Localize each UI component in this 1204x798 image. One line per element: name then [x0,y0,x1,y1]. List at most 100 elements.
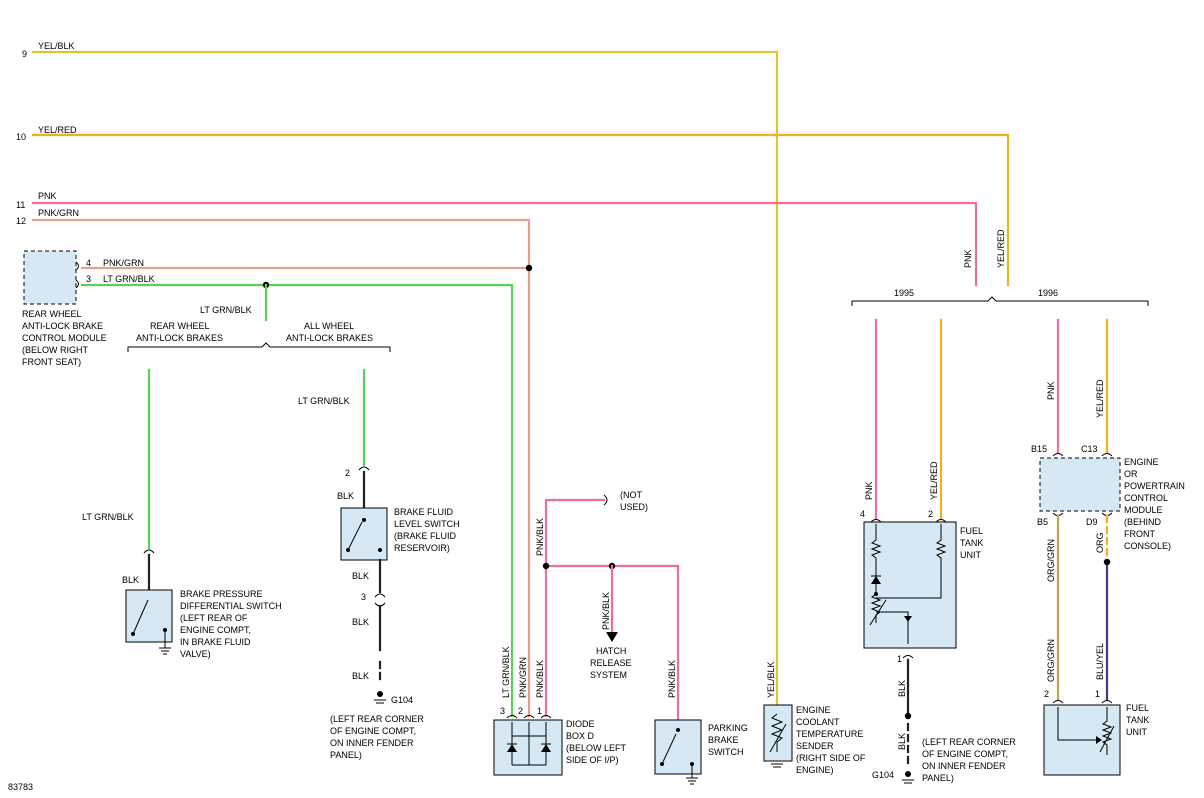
fluid-blk-label-mid: BLK [352,571,369,581]
pcm-label-4: CONTROL [1124,493,1168,503]
fuel95-pnk-label: PNK [864,481,874,500]
fluid-blk-label-top: BLK [337,491,354,501]
yel-red-riser-label: YEL/RED [996,229,1006,268]
coolant-label-5: (RIGHT SIDE OF [796,753,866,763]
rabs-wire-lt-grn-blk-label: LT GRN/BLK [103,274,155,284]
fuel95-splice [904,712,912,720]
fuel95-pin-1: 1 [897,654,902,664]
fuel-tank-unit-1995 [863,519,957,649]
coolant-wire-label: YEL/BLK [766,661,776,698]
fuel96-label-1: FUEL [1126,703,1149,713]
ground-left-line-1: (LEFT REAR CORNER [330,714,424,724]
wire-11-number: 11 [16,200,25,210]
fluid-label-3: (BRAKE FLUID [394,531,457,541]
wire-10-number: 10 [16,132,26,142]
fuel96-blu-yel-label: BLU/YEL [1095,643,1105,680]
rabs-label-1: REAR WHEEL [22,309,82,319]
pnk-riser-label: PNK [963,249,973,268]
wire-12-color: PNK/GRN [38,208,79,218]
figure-id: 83783 [8,782,33,792]
diode-pin-2: 2 [518,706,523,716]
diode-box-d [493,715,563,776]
parking-label-2: BRAKE [708,735,739,745]
fuel95-pin-4: 4 [860,509,865,519]
pressure-label-3: (LEFT REAR OF [180,613,248,623]
pressure-wire-label: LT GRN/BLK [82,512,134,522]
rabs-label-4: (BELOW RIGHT [22,345,89,355]
fuel95-blk-label: BLK [897,680,907,697]
diode-pin-3: 3 [500,706,505,716]
fuel95-connector-1 [902,655,914,659]
fuel95-blk-label-2: BLK [897,733,907,750]
wire-11-color: PNK [38,191,57,201]
ground-g104-right-label: G104 [872,770,894,780]
fluid-connector-2 [358,466,370,471]
ground-g104-right-symbol [902,771,914,784]
wire-11-pnk: 11 PNK [16,191,978,287]
rabs-label-3: CONTROL MODULE [22,333,107,343]
fuel96-pin-1: 1 [1095,689,1100,699]
parking-wire-label: PNK/BLK [667,660,677,698]
hatch-arrow-icon [606,632,618,642]
coolant-temp-sender [763,704,793,768]
ground-right-line-3: ON INNER FENDER [922,761,1006,771]
pressure-label-5: IN BRAKE FLUID [180,637,251,647]
pcm-label-8: CONSOLE) [1124,541,1171,551]
fluid-pin-2: 2 [345,468,350,478]
lt-grn-blk-drop-label: LT GRN/BLK [200,305,252,315]
diode-wire-pnk-grn: PNK/GRN [518,657,528,698]
wire-9-yel-blk: 9 YEL/BLK [22,41,779,714]
splice-pnk-blk-1 [542,562,550,570]
wire-9-number: 9 [22,49,27,59]
coolant-label-6: ENGINE) [796,765,834,775]
fluid-label-4: RESERVOIR) [394,543,450,553]
pressure-label-4: ENGINE COMPT, [180,625,251,635]
option-all-line-1: ALL WHEEL [304,321,354,331]
wire-pnk-blk-parking [544,564,680,722]
diode-label-1: DIODE [566,719,595,729]
fluid-pin-3: 3 [361,592,366,602]
fuel96-label-2: TANK [1126,715,1149,725]
ground-g104-left-label: G104 [391,695,413,705]
pnk-blk-vertical-label: PNK/BLK [535,518,545,556]
fuel96-org-grn-label: ORG/GRN [1046,639,1056,682]
ground-right-line-1: (LEFT REAR CORNER [922,737,1016,747]
coolant-label-1: ENGINE [796,705,831,715]
fuel95-label-3: UNIT [960,550,981,560]
fuel95-label-2: TANK [960,538,983,548]
coolant-label-4: SENDER [796,741,834,751]
wire-9-color: YEL/BLK [38,41,75,51]
diode-pin-1: 1 [537,706,542,716]
brake-fluid-level-switch [340,507,388,561]
rabs-label-5: FRONT SEAT) [22,357,81,367]
fluid-blk-label-low: BLK [352,617,369,627]
pcm-pnk-label: PNK [1046,381,1056,400]
not-used-line-2: USED) [620,502,648,512]
brake-options-bracket: REAR WHEEL ANTI-LOCK BRAKES ALL WHEEL AN… [127,321,391,352]
year-1995-label: 1995 [894,288,914,298]
hatch-wire-label: PNK/BLK [601,592,611,630]
fluid-blk-label-ground: BLK [352,671,369,681]
wire-rabs-lt-grn-blk [80,283,514,718]
ground-right-line-4: PANEL) [922,773,954,783]
pressure-label-6: VALVE) [180,649,211,659]
diode-label-4: SIDE OF I/P) [566,755,619,765]
pcm-yel-red-label: YEL/RED [1095,379,1105,418]
coolant-label-3: TEMPERATURE [796,729,863,739]
fuel95-label-1: FUEL [960,526,983,536]
not-used-line-1: (NOT [620,490,642,500]
pcm-pin-b5: B5 [1037,517,1048,527]
pcm-label-6: (BEHIND [1124,517,1162,527]
parking-label-3: SWITCH [708,747,744,757]
fuel96-pin-2: 2 [1044,689,1049,699]
pcm-label-3: POWERTRAIN [1124,481,1185,491]
ground-left-line-3: ON INNER FENDER [330,738,414,748]
pcm-label-7: FRONT [1124,529,1155,539]
fuel-tank-unit-1996 [1043,700,1121,776]
hatch-line-1: HATCH [596,646,626,656]
wire-10-color: YEL/RED [38,125,77,135]
fluid-label-1: BRAKE FLUID [394,507,454,517]
option-rear-line-1: REAR WHEEL [150,321,210,331]
diode-label-2: BOX D [566,731,595,741]
